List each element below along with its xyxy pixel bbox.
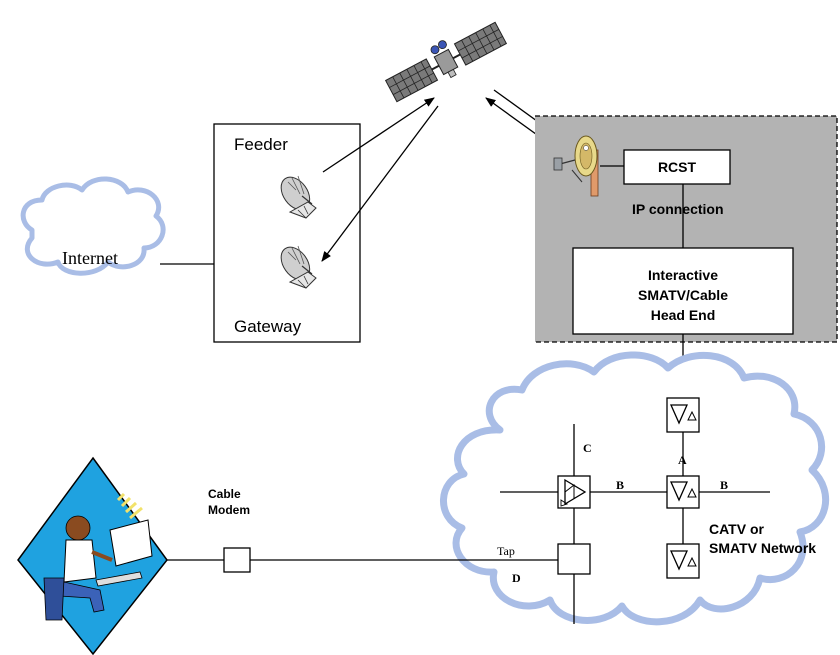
tap-box [557, 543, 591, 575]
catv-network-cloud [440, 351, 830, 626]
splitter-amplifier-icon [557, 475, 591, 509]
rcst-label: RCST [658, 159, 697, 175]
feeder-dish-icon [280, 175, 317, 219]
ip-connection-label: IP connection [632, 201, 724, 217]
line-label-b-left: B [616, 478, 624, 492]
network-lines [160, 424, 770, 624]
head-end-label-line1: Interactive [648, 267, 718, 283]
user-at-computer-icon [17, 456, 168, 655]
head-end-box [572, 247, 794, 335]
amplifier-bottom-icon [666, 543, 700, 579]
gateway-label: Gateway [234, 317, 302, 336]
rcst-dish-icon [553, 135, 599, 197]
line-label-b-right: B [720, 478, 728, 492]
feeder-uplink-arrow [322, 97, 435, 173]
satellite-icon [384, 21, 508, 103]
line-label-d: D [512, 571, 521, 585]
rcst-box [623, 149, 731, 185]
catv-label-line2: SMATV Network [709, 540, 816, 556]
head-end-label-line3: Head End [651, 307, 716, 323]
cable-modem-label-line1: Cable [208, 487, 241, 501]
catv-label-line1: CATV or [709, 521, 765, 537]
tap-label: Tap [497, 544, 515, 558]
line-label-c: C [583, 441, 592, 455]
gateway-dish-icon [280, 245, 317, 289]
internet-label: Internet [62, 248, 118, 268]
gateway-downlink-arrow [321, 105, 439, 262]
head-end-label-line2: SMATV/Cable [638, 287, 728, 303]
amplifier-center-icon [666, 475, 700, 509]
feeder-label: Feeder [234, 135, 288, 154]
internet-cloud: Internet [20, 176, 166, 276]
line-label-a: A [678, 453, 687, 467]
amplifier-top-icon [666, 397, 700, 433]
gateway-box [213, 123, 361, 343]
cable-modem-label-line2: Modem [208, 503, 250, 517]
cable-modem-box [223, 547, 251, 573]
